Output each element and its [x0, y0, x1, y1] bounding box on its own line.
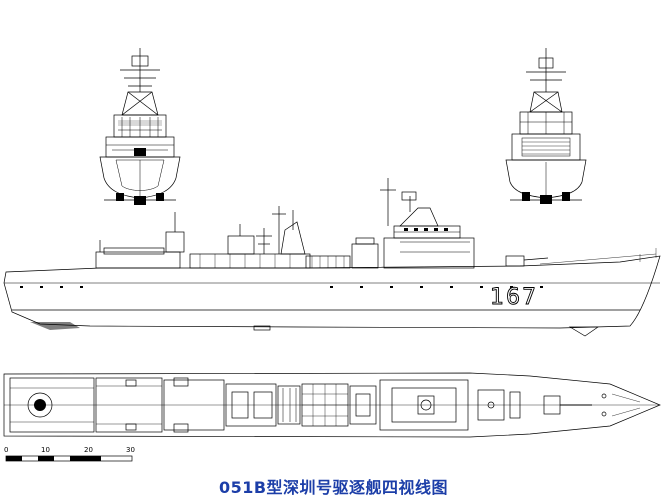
side-profile: 167	[3, 178, 661, 337]
scale-bar: 0 10 20 30	[4, 446, 135, 462]
scale-label-20: 20	[84, 446, 93, 454]
scale-label-0: 0	[4, 446, 8, 454]
bow-view	[99, 48, 181, 205]
scale-label-10: 10	[41, 446, 50, 454]
plan-view	[3, 372, 661, 438]
hull-number: 167	[490, 285, 538, 310]
stern-view	[505, 48, 587, 204]
drawing-caption: 051B型深圳号驱逐舰四视线图	[218, 478, 449, 497]
scale-label-30: 30	[126, 446, 135, 454]
